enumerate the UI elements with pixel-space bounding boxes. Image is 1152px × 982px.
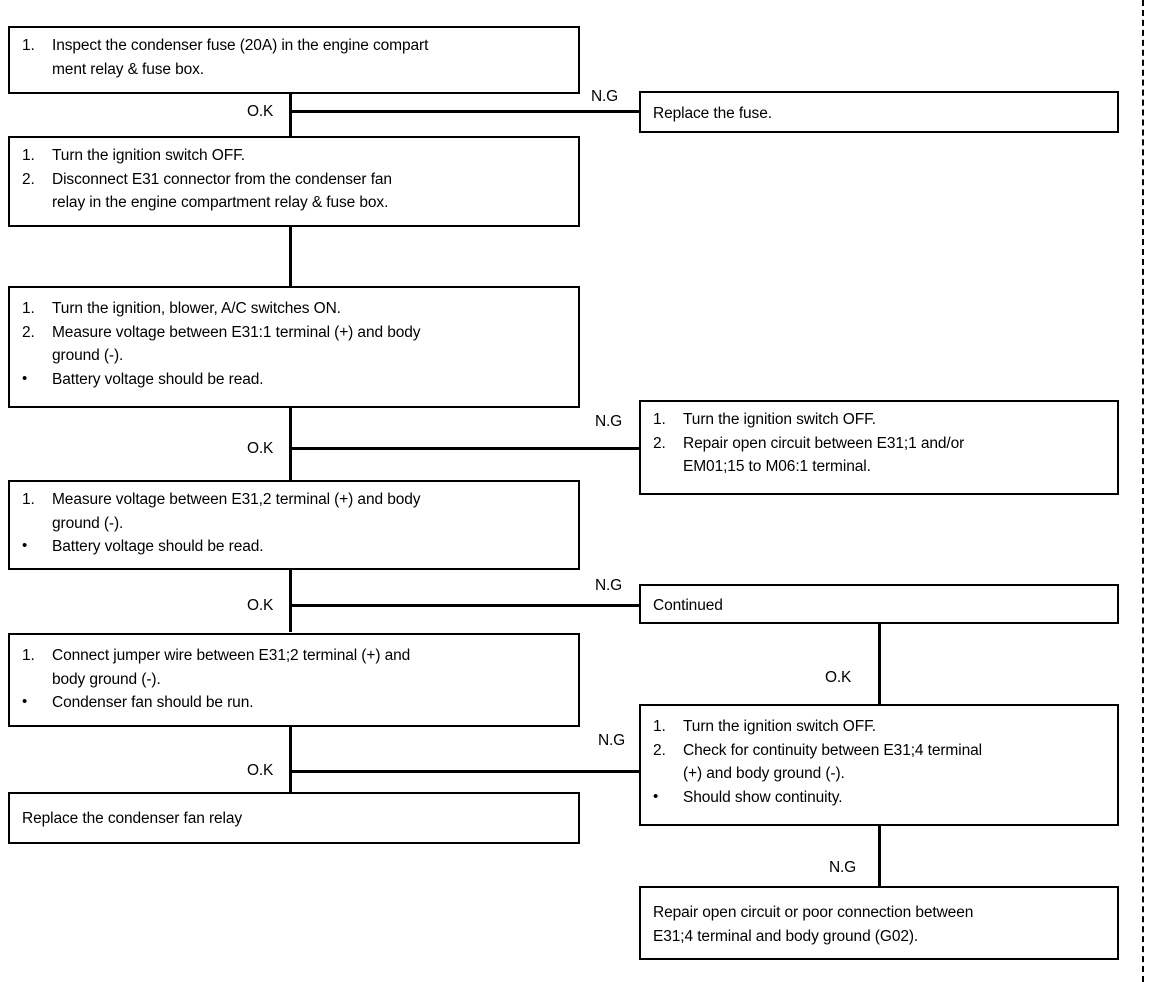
step-number: 1. bbox=[22, 300, 35, 317]
step-text-line2: body ground (-). bbox=[52, 670, 161, 688]
step-number: 1. bbox=[22, 647, 35, 664]
step-row: 1. Connect jumper wire between E31;2 ter… bbox=[22, 644, 568, 691]
branch-label-ng-continuity: N.G bbox=[827, 859, 858, 876]
box-text: Replace the condenser fan relay bbox=[22, 810, 243, 827]
step-text-line1: Connect jumper wire between E31;2 termin… bbox=[52, 647, 411, 664]
step-row: • Battery voltage should be read. bbox=[22, 368, 568, 392]
step-text-line1: Inspect the condenser fuse (20A) in the … bbox=[52, 37, 429, 54]
step-row: 1. Inspect the condenser fuse (20A) in t… bbox=[22, 34, 568, 81]
step-text: Turn the ignition switch OFF. bbox=[52, 147, 245, 164]
step-text: Condenser fan should be run. bbox=[52, 694, 254, 712]
box-check-continuity[interactable]: 1. Turn the ignition switch OFF. 2. Chec… bbox=[639, 704, 1119, 826]
box-disconnect-e31[interactable]: 1. Turn the ignition switch OFF. 2. Disc… bbox=[8, 136, 580, 227]
step-text: Turn the ignition switch OFF. bbox=[683, 411, 876, 428]
step-text-line2: EM01;15 to M06:1 terminal. bbox=[683, 458, 871, 476]
step-text: Battery voltage should be read. bbox=[52, 538, 264, 556]
step-row: 1. Turn the ignition switch OFF. bbox=[653, 715, 1107, 739]
step-text: Measure voltage between E31,2 terminal (… bbox=[52, 488, 568, 535]
branch-label-ng-measure1: N.G bbox=[593, 413, 624, 430]
branch-label-ok-measure2: O.K bbox=[245, 597, 276, 614]
step-bullet: • bbox=[22, 693, 28, 711]
step-text-line1: Measure voltage between E31:1 terminal (… bbox=[52, 323, 421, 341]
box-replace-relay[interactable]: Replace the condenser fan relay bbox=[8, 792, 580, 844]
connector-ng-jumper-to-continuity bbox=[289, 770, 641, 773]
step-text: Inspect the condenser fuse (20A) in the … bbox=[52, 34, 568, 81]
step-text-line2: (+) and body ground (-). bbox=[683, 765, 845, 783]
step-row: • Condenser fan should be run. bbox=[22, 691, 568, 715]
step-text: Connect jumper wire between E31;2 termin… bbox=[52, 644, 568, 691]
step-text-line1: Measure voltage between E31,2 terminal (… bbox=[52, 491, 421, 508]
step-number: 2. bbox=[653, 741, 666, 759]
box-continued[interactable]: Continued bbox=[639, 584, 1119, 624]
step-text-line1: Disconnect E31 connector from the conden… bbox=[52, 170, 392, 188]
box-measure-e31-2[interactable]: 1. Measure voltage between E31,2 termina… bbox=[8, 480, 580, 570]
step-row: 2. Repair open circuit between E31;1 and… bbox=[653, 432, 1107, 479]
step-number: 1. bbox=[653, 411, 666, 428]
connector-ok-measure2-to-jumper bbox=[289, 570, 292, 632]
branch-label-ok-fuse: O.K bbox=[245, 103, 276, 120]
connector-ng-measure1-to-repair bbox=[289, 447, 641, 450]
step-number: 1. bbox=[22, 147, 35, 164]
branch-label-ng-measure2: N.G bbox=[593, 577, 624, 594]
branch-label-ng-jumper: N.G bbox=[596, 732, 627, 749]
step-row: 1. Turn the ignition switch OFF. bbox=[22, 144, 568, 168]
step-number: 2. bbox=[653, 434, 666, 452]
step-number: 1. bbox=[22, 37, 35, 54]
step-text-line2: relay in the engine compartment relay & … bbox=[52, 194, 389, 212]
page-margin-rule bbox=[1142, 0, 1144, 982]
step-text: Repair open circuit between E31;1 and/or… bbox=[683, 432, 1107, 479]
connector-ok-continued-to-continuity bbox=[878, 624, 881, 704]
step-text: Turn the ignition switch OFF. bbox=[683, 718, 876, 735]
branch-label-ok-measure1: O.K bbox=[245, 440, 276, 457]
step-row: 1. Turn the ignition, blower, A/C switch… bbox=[22, 297, 568, 321]
step-bullet: • bbox=[653, 787, 659, 805]
step-number: 2. bbox=[22, 323, 35, 341]
box-text-line2: E31;4 terminal and body ground (G02). bbox=[653, 927, 919, 945]
box-repair-ground[interactable]: Repair open circuit or poor connection b… bbox=[639, 886, 1119, 960]
branch-label-ng-fuse: N.G bbox=[589, 88, 620, 105]
step-text: Battery voltage should be read. bbox=[52, 370, 264, 388]
box-text: Continued bbox=[653, 597, 723, 614]
step-bullet: • bbox=[22, 537, 28, 555]
box-measure-e31-1[interactable]: 1. Turn the ignition, blower, A/C switch… bbox=[8, 286, 580, 408]
step-number: 2. bbox=[22, 170, 35, 188]
box-jumper-wire[interactable]: 1. Connect jumper wire between E31;2 ter… bbox=[8, 633, 580, 727]
step-text: Should show continuity. bbox=[683, 788, 843, 806]
connector-ok-fuse-to-disconnect bbox=[289, 94, 292, 136]
box-replace-fuse[interactable]: Replace the fuse. bbox=[639, 91, 1119, 133]
connector-ng-continuity-to-repair-ground bbox=[878, 826, 881, 886]
connector-ok-measure1-to-measure2 bbox=[289, 408, 292, 480]
step-text-line1: Repair open circuit between E31;1 and/or bbox=[683, 434, 965, 452]
connector-ok-jumper-to-replace-relay bbox=[289, 727, 292, 792]
step-text: Check for continuity between E31;4 termi… bbox=[683, 739, 1107, 786]
step-row: 1. Measure voltage between E31,2 termina… bbox=[22, 488, 568, 535]
step-text: Measure voltage between E31:1 terminal (… bbox=[52, 321, 568, 368]
step-bullet: • bbox=[22, 369, 28, 387]
branch-label-ok-continued: O.K bbox=[823, 669, 854, 686]
connector-disconnect-to-measure1 bbox=[289, 227, 292, 287]
step-number: 1. bbox=[653, 718, 666, 735]
step-text-line2: ground (-). bbox=[52, 347, 124, 365]
step-row: 2. Measure voltage between E31:1 termina… bbox=[22, 321, 568, 368]
step-row: 1. Turn the ignition switch OFF. bbox=[653, 408, 1107, 432]
step-text: Turn the ignition, blower, A/C switches … bbox=[52, 300, 341, 317]
step-row: • Should show continuity. bbox=[653, 786, 1107, 810]
connector-ng-measure2-to-continued bbox=[289, 604, 641, 607]
step-row: 2. Check for continuity between E31;4 te… bbox=[653, 739, 1107, 786]
box-text-line1: Repair open circuit or poor connection b… bbox=[653, 904, 974, 921]
box-repair-e31-1[interactable]: 1. Turn the ignition switch OFF. 2. Repa… bbox=[639, 400, 1119, 495]
connector-ng-fuse-to-replace bbox=[289, 110, 641, 113]
step-text-line2: ground (-). bbox=[52, 514, 124, 532]
step-text-line2: ment relay & fuse box. bbox=[52, 60, 205, 78]
step-text-line1: Check for continuity between E31;4 termi… bbox=[683, 741, 982, 759]
step-row: • Battery voltage should be read. bbox=[22, 535, 568, 559]
step-text: Disconnect E31 connector from the conden… bbox=[52, 168, 568, 215]
box-text: Replace the fuse. bbox=[653, 105, 772, 122]
step-number: 1. bbox=[22, 491, 35, 508]
step-row: 2. Disconnect E31 connector from the con… bbox=[22, 168, 568, 215]
branch-label-ok-jumper: O.K bbox=[245, 762, 276, 779]
box-inspect-fuse[interactable]: 1. Inspect the condenser fuse (20A) in t… bbox=[8, 26, 580, 94]
